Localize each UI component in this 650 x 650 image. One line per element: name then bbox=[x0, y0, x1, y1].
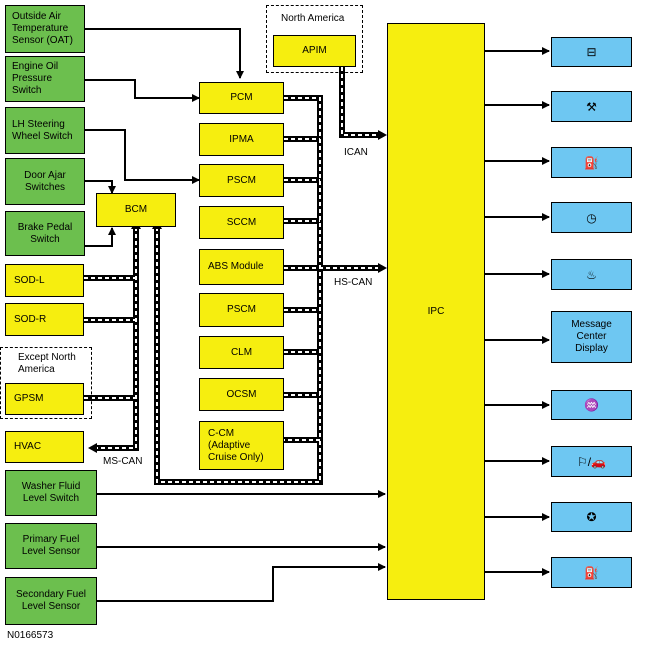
gpsm-box: GPSM bbox=[5, 383, 84, 415]
north-america-label: North America bbox=[281, 13, 345, 24]
oil-can-icon: ⛽ bbox=[584, 155, 599, 170]
sccm-box: SCCM bbox=[199, 206, 284, 239]
ipc-box: IPC bbox=[387, 23, 485, 600]
apim-box: APIM bbox=[273, 35, 356, 67]
door-ajar-icon: ⚐/🚗 bbox=[576, 454, 607, 469]
battery-icon: ⊟ bbox=[586, 45, 597, 59]
except-north-america-label: Except North America bbox=[18, 352, 76, 375]
sod-r-box: SOD-R bbox=[5, 303, 84, 336]
engine-oil-pressure-switch-box: Engine Oil Pressure Switch bbox=[5, 56, 85, 102]
brake-pedal-switch-box: Brake Pedal Switch bbox=[5, 211, 85, 256]
ipma-box: IPMA bbox=[199, 123, 284, 156]
speed-control-icon: ◷ bbox=[586, 210, 597, 225]
pcm-box: PCM bbox=[199, 82, 284, 114]
washer-fluid-indicator: ♨ bbox=[551, 259, 632, 290]
lh-steering-wheel-switch-box: LH Steering Wheel Switch bbox=[5, 107, 85, 154]
message-center-display-box: Message Center Display bbox=[551, 311, 632, 363]
c-cm-box: C-CM (Adaptive Cruise Only) bbox=[199, 421, 284, 470]
coolant-temperature-icon: ♒ bbox=[584, 398, 599, 412]
oat-sensor-box: Outside Air Temperature Sensor (OAT) bbox=[5, 5, 85, 53]
door-ajar-switches-box: Door Ajar Switches bbox=[5, 158, 85, 205]
clm-box: CLM bbox=[199, 336, 284, 369]
fuel-pump-icon: ⛽ bbox=[584, 565, 599, 580]
washer-fluid-level-switch-box: Washer Fluid Level Switch bbox=[5, 470, 97, 516]
service-indicator: ⚒ bbox=[551, 91, 632, 122]
washer-fluid-icon: ♨ bbox=[586, 267, 597, 282]
oil-pressure-indicator: ⛽ bbox=[551, 147, 632, 178]
ocsm-box: OCSM bbox=[199, 378, 284, 411]
charging-system-indicator: ⊟ bbox=[551, 37, 632, 67]
speed-control-indicator: ◷ bbox=[551, 202, 632, 233]
secondary-fuel-level-sensor-box: Secondary Fuel Level Sensor bbox=[5, 577, 97, 625]
low-fuel-indicator: ⛽ bbox=[551, 557, 632, 588]
figure-id: N0166573 bbox=[7, 630, 54, 641]
hs-can-label: HS-CAN bbox=[334, 277, 373, 288]
coolant-temperature-indicator: ♒ bbox=[551, 390, 632, 420]
abs-module-box: ABS Module bbox=[199, 249, 284, 285]
airbag-indicator: ✪ bbox=[551, 502, 632, 532]
north-america-region bbox=[266, 5, 363, 73]
ms-can-label: MS-CAN bbox=[103, 456, 143, 467]
pscm-box-1: PSCM bbox=[199, 164, 284, 197]
hvac-box: HVAC bbox=[5, 431, 84, 463]
bcm-box: BCM bbox=[96, 193, 176, 227]
airbag-icon: ✪ bbox=[586, 510, 597, 524]
wrench-icon: ⚒ bbox=[586, 99, 597, 114]
sod-l-box: SOD-L bbox=[5, 264, 84, 297]
door-ajar-indicator: ⚐/🚗 bbox=[551, 446, 632, 477]
pscm-box-2: PSCM bbox=[199, 293, 284, 327]
except-north-america-region bbox=[0, 347, 92, 419]
ican-label: ICAN bbox=[344, 147, 368, 158]
primary-fuel-level-sensor-box: Primary Fuel Level Sensor bbox=[5, 523, 97, 569]
